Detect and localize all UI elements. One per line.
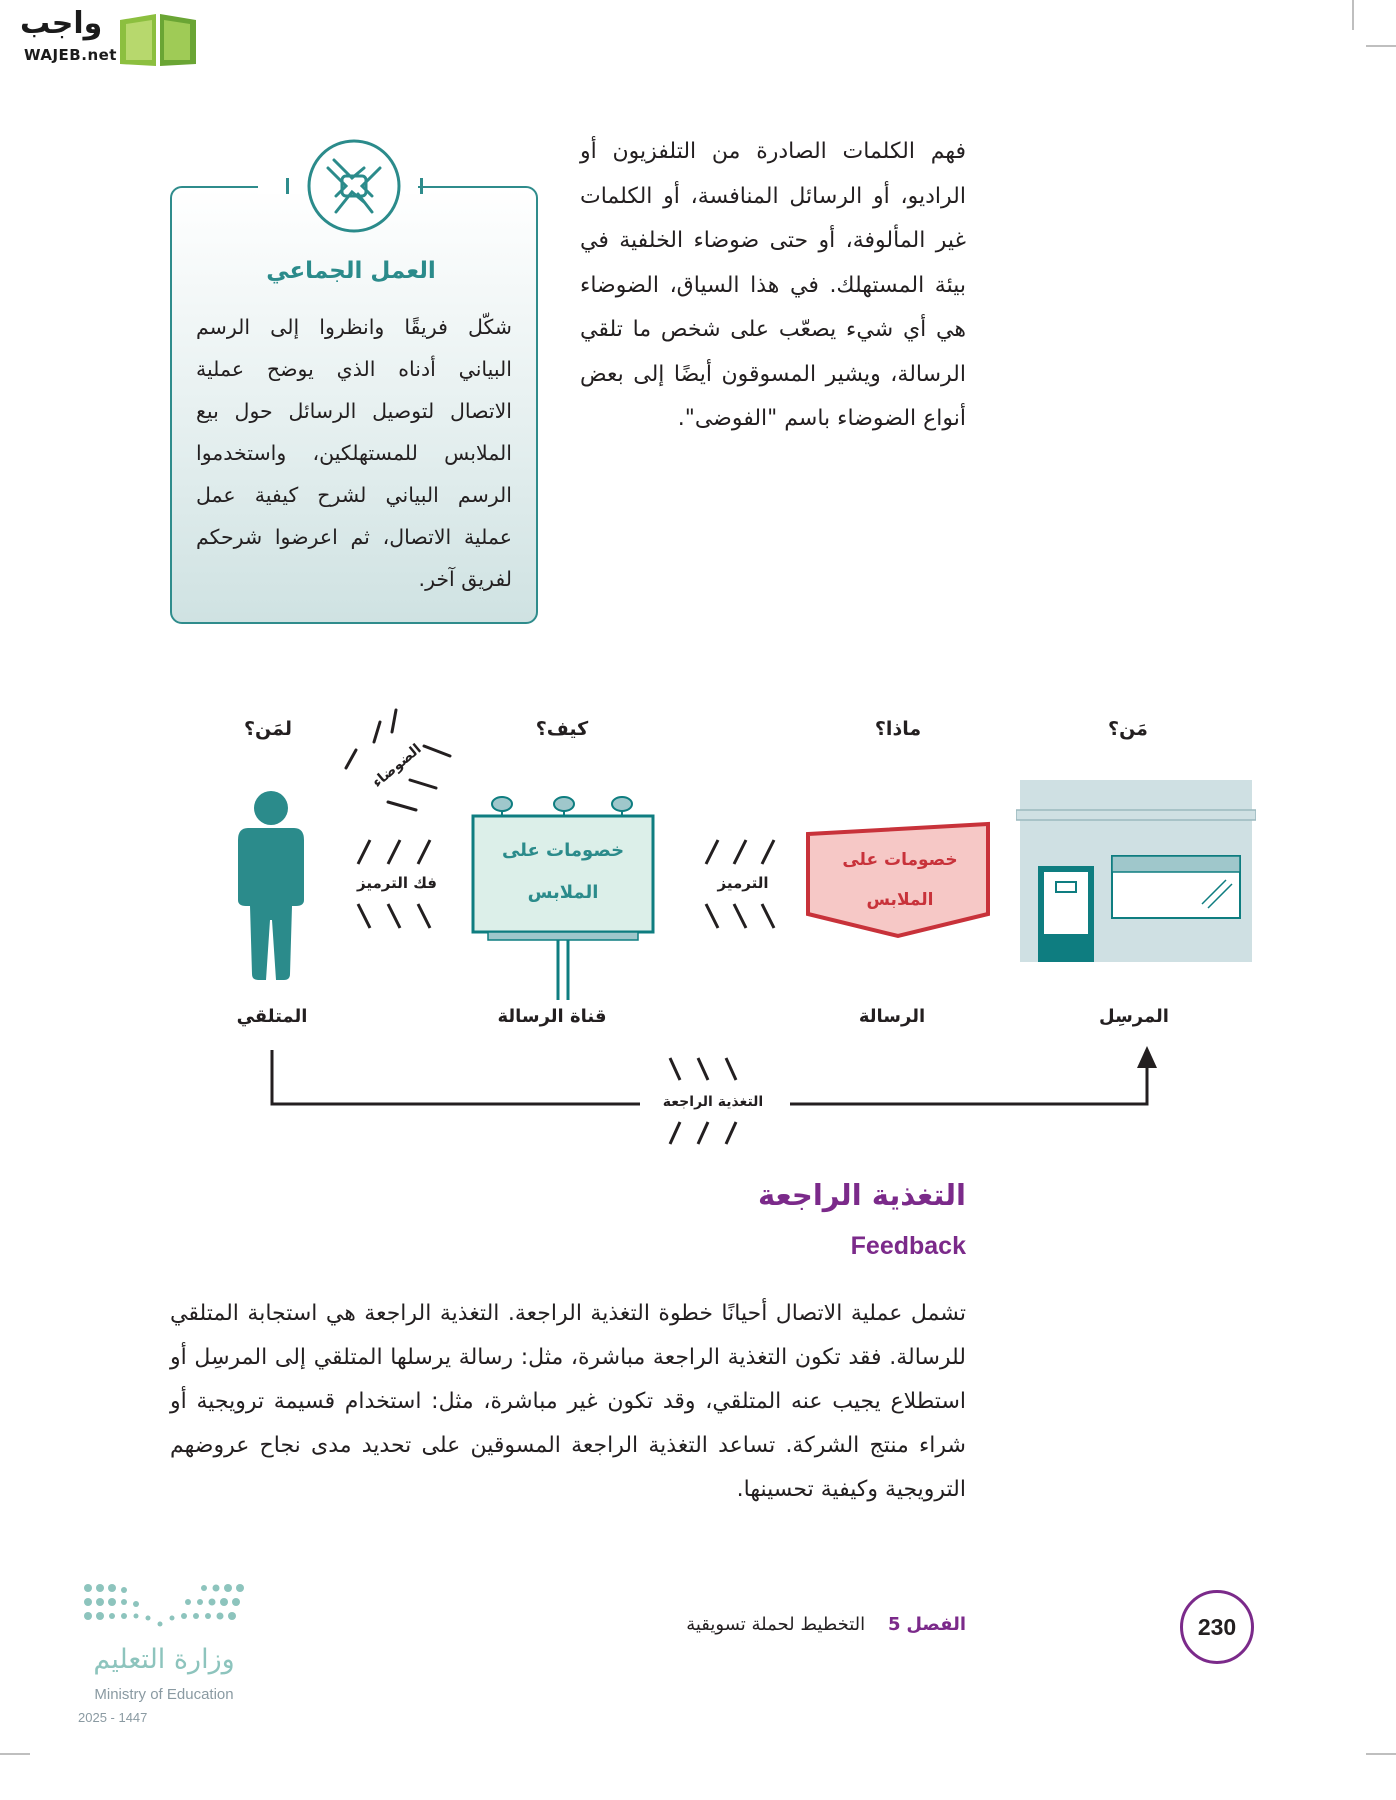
person-icon [238,791,304,980]
page-number: 230 [1180,1590,1254,1664]
label-receiver: المتلقي [236,1006,308,1027]
feedback-paragraph: تشمل عملية الاتصال أحيانًا خطوة التغذية … [170,1301,966,1502]
question-to-whom: لمَن؟ [244,718,292,740]
noise-burst [344,708,452,812]
encoding-slashes-bottom [704,903,776,929]
billboard-text-line1: خصومات على [501,840,625,861]
crop-mark [0,1753,30,1755]
chapter-title: التخطيط لحملة تسويقية [686,1614,866,1635]
ministry-year: 2025 - 1447 [78,1710,148,1725]
crop-mark [1352,0,1354,30]
ministry-name-en: Ministry of Education [94,1686,234,1703]
label-message: الرسالة [858,1006,926,1027]
chapter-label: الفصل [906,1614,966,1635]
decoding-label: فك الترميز [357,874,437,892]
feedback-label: التغذية الراجعة [662,1094,764,1110]
decoding-slashes-top [356,839,432,865]
teamwork-box-tick [420,178,423,194]
label-channel: قناة الرسالة [497,1006,607,1027]
question-how: كيف؟ [535,718,589,740]
chapter-number: 5 [888,1614,901,1635]
intro-paragraph: فهم الكلمات الصادرة من التلفزيون أو الرا… [580,139,966,431]
section-title-en: Feedback [850,1232,966,1260]
teamwork-hands-icon [306,138,402,238]
encoding-slashes-top [704,839,776,865]
watermark-brand-ar: واجب [20,6,103,41]
ministry-dots-icon [84,1584,244,1627]
decoding-slashes-bottom [356,903,432,929]
message-text-line1: خصومات على [842,850,958,870]
teamwork-title: العمل الجماعي [266,258,436,284]
watermark-brand-en: WAJEB.net [24,46,117,64]
encoding-label: الترميز [717,874,769,892]
feedback-loop [270,1046,1157,1145]
watermark-logo: واجب WAJEB.net [12,6,196,68]
section-title-ar: التغذية الراجعة [757,1178,966,1212]
ministry-name-ar: وزارة التعليم [93,1644,235,1675]
billboard-icon [471,796,655,1000]
message-sign [806,821,990,939]
book-icon [120,14,196,66]
chapter-footer: الفصل 5 التخطيط لحملة تسويقية [640,1614,966,1635]
question-what: ماذا؟ [874,718,922,740]
store-icon [1016,780,1256,962]
teamwork-box-tick [286,178,289,194]
label-sender: المرسِل [1099,1006,1169,1027]
crop-mark [1366,45,1396,47]
question-who: مَن؟ [1108,718,1148,740]
teamwork-box [170,186,538,624]
ministry-logo: وزارة التعليم Ministry of Education 2025… [74,1578,254,1728]
teamwork-text: شكّل فريقًا وانظروا إلى الرسم البياني أد… [196,315,512,591]
crop-mark [1366,1753,1396,1755]
message-text-line2: الملابس [866,890,934,910]
billboard-text-line2: الملابس [527,882,599,903]
